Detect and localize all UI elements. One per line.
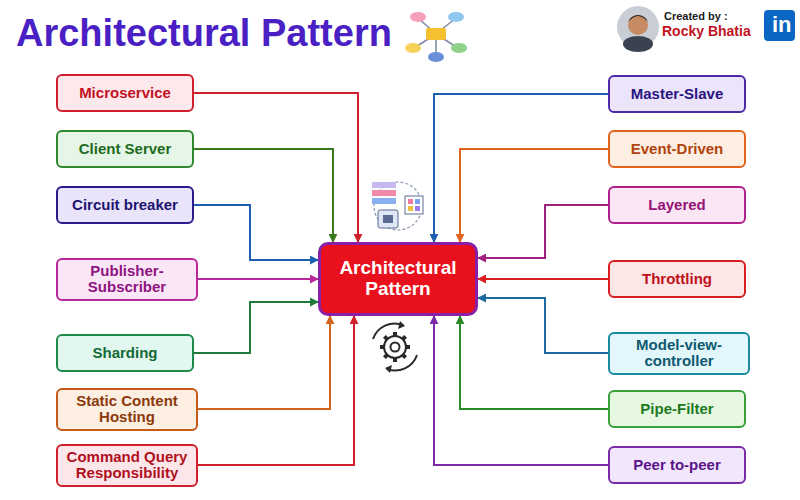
pattern-name: Sharding [84, 345, 165, 361]
pattern-box: Event-Driven [608, 130, 746, 168]
icon-oval [410, 12, 426, 22]
pattern-name: Pipe-Filter [632, 401, 721, 417]
gear-hub [391, 343, 400, 352]
connector-arrow [478, 298, 608, 353]
illustration-block [372, 182, 396, 188]
pattern-name: Circuit breaker [64, 197, 186, 213]
illustration-cell [415, 206, 420, 211]
central-title: Architectural Pattern [321, 258, 475, 299]
pattern-box: Publisher-Subscriber [56, 258, 198, 301]
connector-arrow [194, 93, 358, 242]
avatar-face [628, 15, 648, 35]
avatar-shirt [623, 36, 653, 52]
avatar-hair [628, 15, 648, 22]
gear-body [384, 336, 406, 358]
mindmap-icon [405, 12, 467, 62]
gear-illustration [373, 321, 417, 373]
pattern-box: Model-view-controller [608, 332, 750, 375]
linkedin-logo [764, 10, 795, 41]
connector-arrow [434, 316, 608, 465]
illustration-cell [408, 199, 413, 204]
connector-arrow [194, 302, 318, 353]
icon-oval [451, 43, 467, 53]
pattern-name: Client Server [71, 141, 180, 157]
pattern-box: Microservice [56, 74, 194, 112]
pattern-name: Command Query Responsibility [58, 449, 196, 481]
pattern-box: Client Server [56, 130, 194, 168]
pattern-box: Throttling [608, 260, 746, 298]
pattern-name: Publisher-Subscriber [58, 263, 196, 295]
icon-oval [448, 12, 464, 22]
connector-arrow [478, 205, 608, 258]
pattern-box: Layered [608, 186, 746, 224]
pattern-box: Peer to-peer [608, 446, 746, 484]
illustration-chip-core [383, 215, 393, 223]
connector-arrow [198, 316, 330, 409]
illustration-block [372, 190, 396, 196]
illustration-chip [378, 210, 398, 228]
connector-arrow [460, 149, 608, 242]
pattern-name: Throttling [634, 271, 720, 287]
connector-arrow [198, 316, 354, 465]
connector-arrow [194, 205, 318, 260]
connector-arrow [460, 316, 608, 409]
illustration-ring [374, 182, 422, 230]
pattern-box: Command Query Responsibility [56, 444, 198, 487]
pattern-name: Static Content Hosting [58, 393, 196, 425]
pattern-name: Model-view-controller [610, 337, 748, 369]
pattern-box: Circuit breaker [56, 186, 194, 224]
icon-oval [405, 43, 421, 53]
linkedin-mark: in [772, 12, 792, 38]
author-name: Rocky Bhatia [662, 23, 751, 39]
connector-arrow [198, 278, 318, 280]
connector-arrow [194, 149, 333, 242]
icon-oval [428, 52, 444, 62]
gear-teeth [380, 332, 410, 362]
connector-arrow [478, 278, 608, 280]
illustration-cell [408, 206, 413, 211]
cycle-arrowhead [398, 321, 405, 329]
pattern-box: Static Content Hosting [56, 388, 198, 431]
pattern-name: Peer to-peer [625, 457, 729, 473]
central-pattern-box: Architectural Pattern [318, 242, 478, 316]
illustration-block [372, 198, 396, 204]
credit-caption: Created by : [664, 10, 728, 22]
page-title: Architectural Pattern [16, 12, 392, 55]
pattern-name: Event-Driven [623, 141, 732, 157]
author-avatar [617, 6, 659, 52]
server-illustration [372, 182, 423, 230]
cycle-arrowhead [385, 365, 392, 373]
pattern-box: Sharding [56, 334, 194, 372]
pattern-name: Master-Slave [623, 86, 732, 102]
pattern-box: Master-Slave [608, 75, 746, 113]
illustration-panel [405, 196, 423, 214]
illustration-cell [415, 199, 420, 204]
pattern-box: Pipe-Filter [608, 390, 746, 428]
icon-core [426, 28, 446, 40]
pattern-name: Layered [640, 197, 714, 213]
pattern-name: Microservice [71, 85, 179, 101]
connector-arrow [434, 94, 608, 242]
